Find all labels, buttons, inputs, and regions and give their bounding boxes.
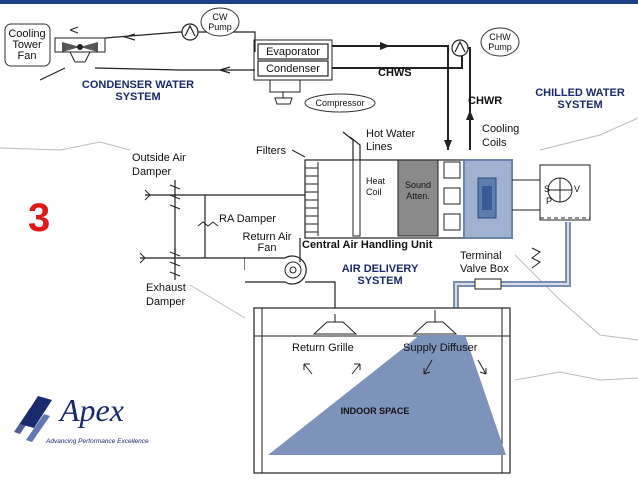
supply-diffuser-label: Supply Diffuser — [403, 342, 478, 354]
ra-damper-icon — [197, 221, 219, 227]
chws-pipe — [332, 45, 449, 150]
top-bar — [0, 0, 638, 4]
apex-logo: Apex Advancing Performance Excellence — [12, 392, 172, 452]
terminal-box-inner-core — [482, 186, 492, 210]
supply-air-cone — [268, 335, 506, 455]
slide-number: 3 — [28, 196, 51, 240]
ra-damper-label: RA Damper — [219, 213, 276, 225]
filters-pointer-arrow — [291, 149, 306, 158]
cooling-coil-panel — [443, 161, 461, 179]
outside-air-intake-icon — [144, 189, 151, 201]
chw-pump-label-bubble — [480, 27, 520, 57]
chiller-housing — [253, 39, 333, 81]
filters-label: Filters — [256, 145, 286, 157]
sound-attenuator — [397, 159, 439, 237]
vav-letter-p: P — [546, 196, 552, 206]
chwr-label: CHWR — [468, 95, 502, 107]
cooling-coil-panel — [443, 213, 461, 231]
terminal-valve-icon — [474, 278, 502, 290]
damper-blade-icon — [169, 251, 181, 277]
hot-water-line — [349, 136, 361, 160]
return-grille-label: Return Grille — [292, 342, 354, 354]
background-sketch-line — [514, 371, 638, 381]
cooling-tower-fan-icon — [54, 37, 106, 63]
condenser-label: Condenser — [266, 63, 320, 75]
supply-airflow-arrow — [477, 359, 487, 375]
condenser-water-supply-pipe — [104, 31, 256, 52]
flow-arrow-icon — [444, 140, 452, 150]
compressor-label: Compressor — [315, 98, 364, 108]
evaporator-box — [257, 43, 329, 60]
logo-tagline: Advancing Performance Excellence — [46, 438, 149, 445]
flow-arrow-icon — [466, 110, 474, 120]
condenser-box — [257, 60, 329, 77]
return-from-room-duct — [305, 281, 336, 310]
indoor-space-label: INDOOR SPACE — [341, 406, 410, 416]
compressor-icon — [269, 80, 301, 105]
central-ahu-label: Central Air Handling Unit — [302, 239, 433, 251]
logo-name: Apex — [60, 392, 124, 428]
return-airflow-arrow — [351, 363, 361, 375]
supply-duct-line — [455, 222, 569, 310]
condenser-water-pipe — [39, 67, 66, 81]
condenser-water-return-pipe — [94, 67, 255, 71]
pump-arrow-icon — [454, 40, 466, 53]
return-airflow-arrow — [303, 363, 313, 375]
heat-coil-tube — [352, 159, 361, 237]
cw-pump-icon — [181, 23, 199, 41]
background-sketch-line — [514, 254, 638, 341]
chw-pump-icon — [451, 39, 469, 57]
pump-arrow-icon — [184, 24, 196, 37]
damper-blade-icon — [169, 184, 181, 210]
vav-letter-s: S — [544, 184, 550, 194]
cooling-tower-fan-label-box — [4, 23, 51, 67]
hot-water-line — [342, 131, 354, 160]
return-air-fan-hub — [289, 266, 297, 274]
flow-arrow-icon — [122, 33, 136, 41]
background-sketch-line — [189, 284, 246, 319]
background-sketch-line — [0, 141, 131, 151]
flow-arrow-icon — [69, 26, 79, 34]
vav-letter-v: V — [574, 184, 580, 194]
background-sketch-line — [539, 117, 638, 151]
exhaust-outlet-icon — [139, 252, 146, 264]
evaporator-label: Evaporator — [266, 46, 320, 58]
flow-arrow-icon — [380, 42, 390, 50]
chws-label: CHWS — [378, 67, 412, 79]
compressor-label-bubble — [304, 93, 376, 113]
filters-bank — [305, 162, 319, 236]
cw-pump-label-bubble — [200, 7, 240, 37]
logo-emblem — [14, 396, 52, 442]
supply-airflow-arrow — [423, 359, 433, 375]
flow-arrow-icon — [219, 66, 231, 74]
supply-diffuser-icon — [412, 310, 458, 335]
return-grille-icon — [312, 314, 358, 335]
cooling-coil-panel — [443, 187, 461, 205]
valve-actuator-icon — [531, 247, 541, 269]
